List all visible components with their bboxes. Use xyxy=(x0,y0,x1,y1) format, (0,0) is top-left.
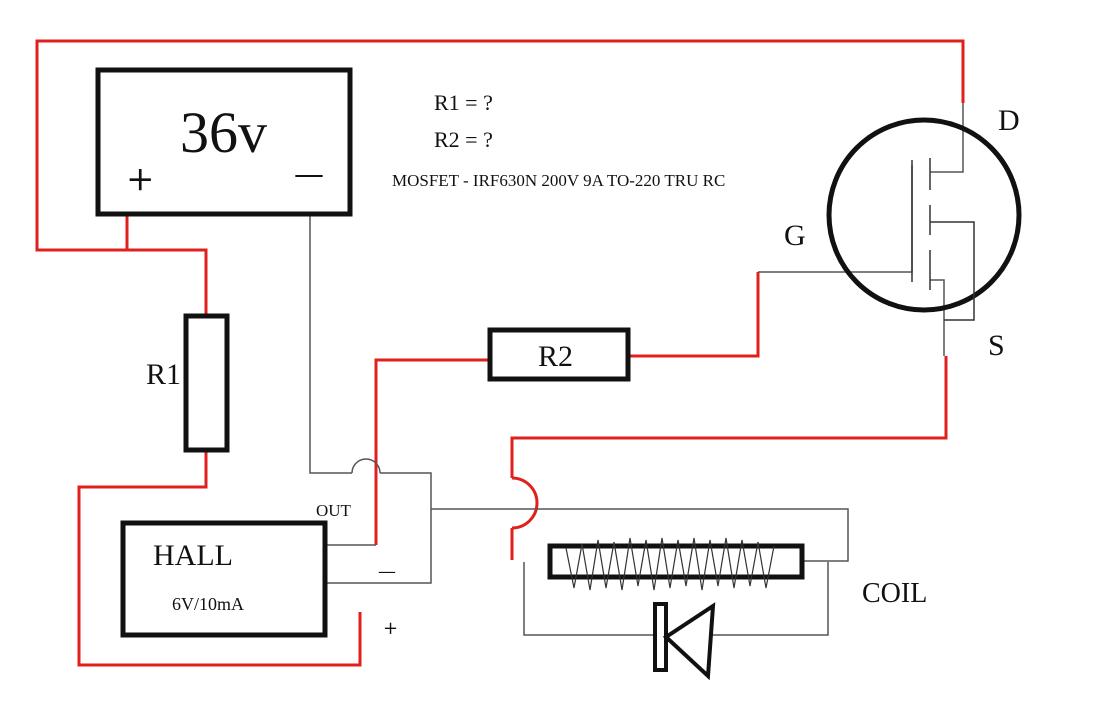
coil-label: COIL xyxy=(862,578,927,609)
notes: R1 = ? R2 = ? MOSFET - IRF630N 200V 9A T… xyxy=(392,90,725,190)
wire-battery-plus-to-r1 xyxy=(127,248,208,316)
coil: COIL xyxy=(547,537,927,609)
wire-ground-hop xyxy=(351,458,381,474)
mosfet-drain-label: D xyxy=(998,104,1020,137)
mosfet-body xyxy=(826,117,1022,313)
r1-label: R1 xyxy=(146,358,181,391)
r2-body xyxy=(487,327,631,382)
hall-title: HALL xyxy=(153,539,233,572)
battery: 36v + — xyxy=(95,67,353,217)
hall-minus-label: — xyxy=(378,561,396,582)
coil-winding xyxy=(565,537,775,591)
wire-ground-to-hall-minus xyxy=(325,472,432,584)
hall-plus-label: + xyxy=(383,618,398,639)
mosfet-source-label: S xyxy=(988,329,1005,362)
mosfet: D G S xyxy=(784,104,1022,362)
wire-out-to-r2-left xyxy=(374,358,490,473)
wire-drain-inner xyxy=(930,103,964,173)
r1-body xyxy=(183,313,230,453)
hall-out-label: OUT xyxy=(316,501,352,520)
battery-plus-label: + xyxy=(126,159,155,199)
battery-voltage: 36v xyxy=(180,100,267,165)
note-r1: R1 = ? xyxy=(434,90,493,115)
diode-triangle xyxy=(662,602,716,681)
resistor-r1: R1 xyxy=(146,313,230,453)
wire-ground-to-coil xyxy=(431,508,849,562)
wire-coil-hop xyxy=(511,476,539,530)
mosfet-body-link xyxy=(930,221,975,321)
note-mosfet: MOSFET - IRF630N 200V 9A TO-220 TRU RC xyxy=(392,171,725,190)
wire-battery-plus-to-drain xyxy=(35,39,965,252)
r2-label: R2 xyxy=(538,340,573,373)
coil-core xyxy=(547,543,805,580)
wire-source-to-coil xyxy=(510,356,948,478)
wire-source-inner xyxy=(930,279,945,356)
note-r2: R2 = ? xyxy=(434,127,493,152)
wire-battery-minus-to-ground xyxy=(309,216,352,474)
wire-r2-to-gate xyxy=(628,272,760,358)
mosfet-gate-label: G xyxy=(784,219,806,252)
hall-body xyxy=(120,520,328,638)
hall-sensor: HALL 6V/10mA OUT — + xyxy=(120,501,398,639)
resistor-r2: R2 xyxy=(487,327,631,382)
wire-r1-to-hall-plus xyxy=(77,450,362,667)
hall-rating: 6V/10mA xyxy=(172,594,244,614)
battery-body xyxy=(95,67,353,217)
battery-minus-label: — xyxy=(294,157,324,192)
diode xyxy=(653,602,716,681)
positive-wires xyxy=(35,39,965,667)
